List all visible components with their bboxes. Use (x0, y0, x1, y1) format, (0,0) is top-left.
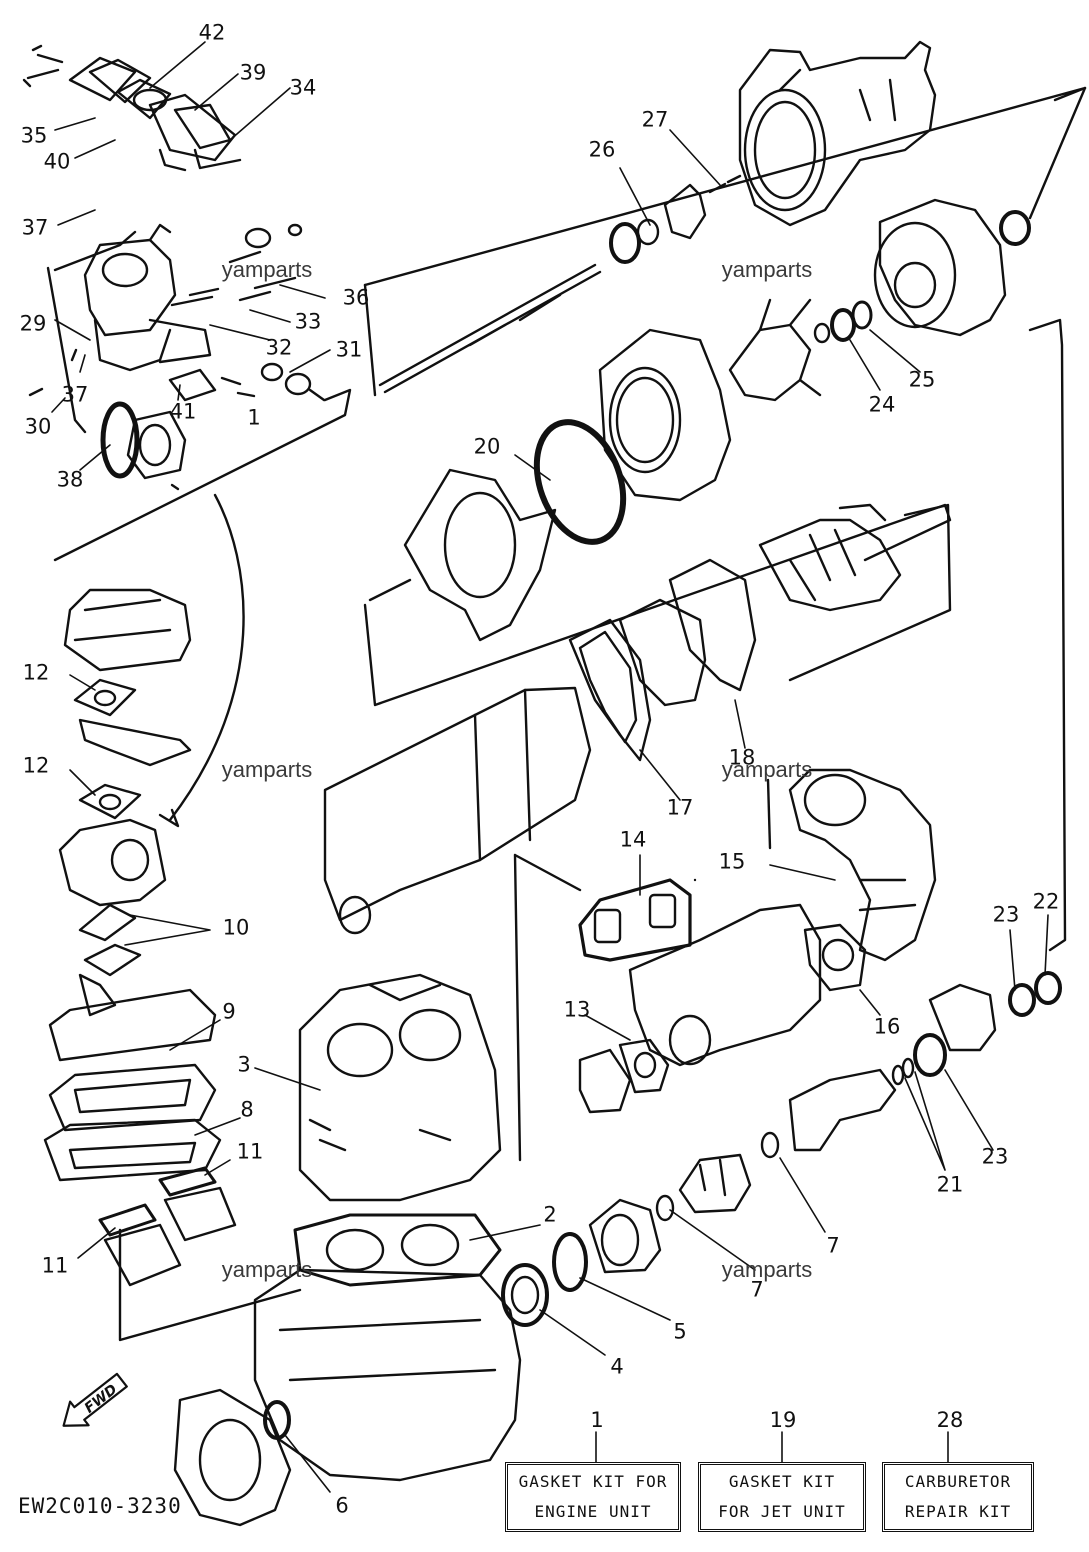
crankcase-group (43, 971, 1062, 1527)
carburetor-assembly (22, 44, 352, 562)
leader-lines (51, 41, 1049, 1493)
cylinder-head-group (58, 493, 952, 1162)
jet-pump-assembly (363, 40, 1087, 952)
